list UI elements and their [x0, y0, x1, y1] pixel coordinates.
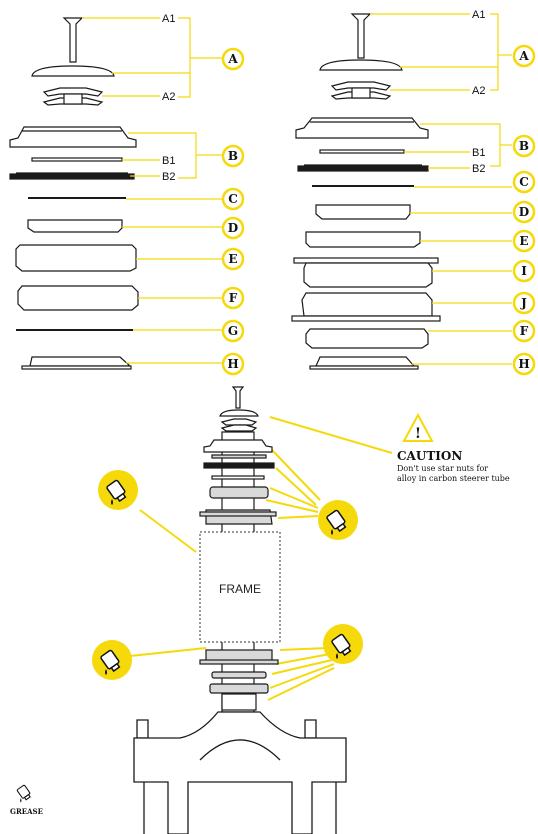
badge-a: A	[512, 44, 536, 68]
grease-badge	[317, 499, 359, 541]
badge-a: A	[221, 47, 245, 71]
badge-f: F	[221, 286, 245, 310]
badge-b: B	[512, 134, 536, 158]
part-d	[27, 219, 123, 233]
svg-text:A: A	[518, 49, 529, 63]
part-h	[29, 356, 132, 367]
label-a1: A1	[162, 13, 175, 25]
part-e	[305, 231, 421, 248]
part-j	[291, 292, 441, 322]
grease-legend: GREASE	[10, 784, 43, 816]
frame-label: FRAME	[219, 582, 261, 596]
frame-outline	[199, 531, 281, 643]
svg-text:B: B	[228, 149, 238, 163]
part-f	[305, 328, 429, 349]
part-e	[15, 244, 137, 272]
badge-d: D	[221, 216, 245, 240]
badge-b: B	[221, 144, 245, 168]
right-part-labels: A1 A2 B1 B2	[472, 9, 485, 175]
part-f	[17, 285, 139, 311]
top-cover	[9, 126, 137, 148]
seal-b2	[297, 164, 429, 172]
label-b1: B1	[162, 155, 175, 167]
caution-title: CAUTION	[397, 449, 462, 463]
left-part-labels: A1 A2 B1 B2	[162, 13, 175, 183]
badge-h: H	[512, 352, 536, 376]
right-stack	[291, 13, 441, 370]
caution-line1: Don't use star nuts for	[397, 464, 488, 473]
top-cap-bolt	[62, 17, 84, 63]
svg-text:D: D	[519, 205, 529, 219]
assembly-top-cover	[203, 439, 273, 453]
label-a2: A2	[472, 85, 485, 97]
assembly-bearing-bottom	[209, 683, 269, 694]
top-cap	[319, 59, 403, 71]
part-h	[315, 356, 416, 367]
spacer-b1	[319, 149, 405, 154]
svg-text:B: B	[519, 139, 529, 153]
right-badges: A B C D E I J F H	[512, 44, 536, 376]
svg-text:E: E	[519, 234, 528, 248]
part-d	[315, 204, 411, 220]
label-b2: B2	[472, 163, 485, 175]
badge-c: C	[221, 187, 245, 211]
seal-b2	[9, 172, 135, 180]
svg-text:E: E	[228, 252, 237, 266]
caution-line2: alloy in carbon steerer tube	[397, 474, 510, 483]
grease-tube-icon	[16, 784, 31, 803]
grease-badge	[322, 623, 364, 665]
svg-text:F: F	[229, 291, 238, 305]
assembly-bolt	[231, 386, 245, 409]
badge-e: E	[512, 229, 536, 253]
label-a1: A1	[472, 9, 485, 21]
top-cap-bolt	[350, 13, 372, 59]
grease-badge	[97, 469, 139, 511]
label-b2: B2	[162, 171, 175, 183]
left-connectors	[82, 17, 222, 364]
svg-text:H: H	[227, 357, 238, 371]
left-badges: A B C D E F G H	[221, 47, 245, 376]
badge-c: C	[512, 170, 536, 194]
assembly-diagram: FRAME ! CAUTION	[10, 386, 510, 834]
svg-text:!: !	[415, 426, 421, 442]
caution-note: ! CAUTION Don't use star nuts for alloy …	[397, 412, 510, 483]
part-i	[293, 257, 439, 288]
svg-text:F: F	[520, 324, 529, 338]
star-nut	[330, 81, 392, 100]
top-cover	[295, 117, 429, 139]
fork	[133, 711, 347, 834]
badge-g: G	[221, 319, 245, 343]
badge-d: D	[512, 200, 536, 224]
assembly-bearing-top	[209, 486, 269, 499]
svg-text:H: H	[518, 357, 529, 371]
label-a2: A2	[162, 91, 175, 103]
legend-label: GREASE	[10, 807, 43, 816]
right-connectors	[370, 13, 512, 365]
warning-icon: !	[402, 412, 434, 442]
svg-text:D: D	[228, 221, 238, 235]
badge-h: H	[221, 352, 245, 376]
grease-pointer-lines	[129, 416, 393, 701]
svg-text:G: G	[228, 324, 238, 338]
badge-i: I	[512, 259, 536, 283]
grease-badge	[91, 639, 133, 681]
badge-j: J	[512, 291, 536, 315]
svg-text:C: C	[228, 192, 238, 206]
label-b1: B1	[472, 147, 485, 159]
left-stack	[9, 17, 139, 370]
top-cap	[31, 65, 115, 77]
svg-text:A: A	[227, 52, 238, 66]
spacer-b1	[31, 157, 123, 162]
svg-text:I: I	[521, 264, 527, 278]
assembly-top-cap	[219, 409, 259, 417]
badge-e: E	[221, 247, 245, 271]
svg-text:J: J	[520, 296, 527, 310]
star-nut	[42, 87, 104, 106]
svg-text:C: C	[519, 175, 529, 189]
badge-f: F	[512, 319, 536, 343]
assembly-star-nut	[220, 418, 258, 426]
